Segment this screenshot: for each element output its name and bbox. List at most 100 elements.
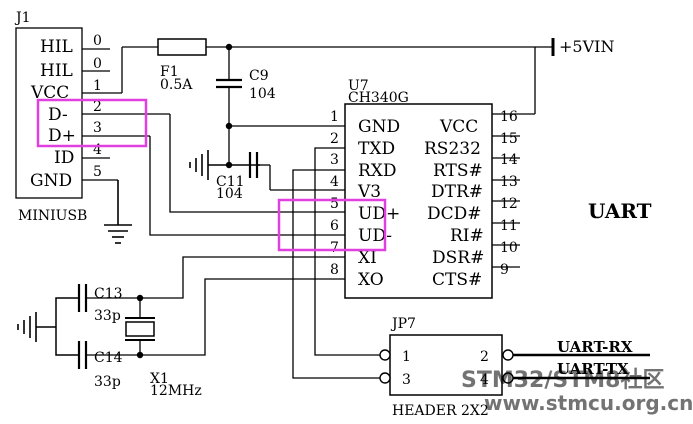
jp7-pin-num: 3 <box>402 372 411 388</box>
jp7-pin-1 <box>379 349 391 361</box>
j1-pin-name: HIL <box>40 37 73 57</box>
highlight-ud-pins <box>277 198 387 252</box>
watermark-line2: www.stmcu.org.cn <box>484 391 693 415</box>
u7-right-pin-name: CTS# <box>432 270 482 290</box>
highlight-usb-data <box>36 98 148 148</box>
u7-right-pin-name: RS232 <box>424 139 481 159</box>
u7-ref: U7 <box>348 78 369 94</box>
fuse-f1 <box>157 38 207 56</box>
jp7-body <box>389 334 503 396</box>
u7-part: CH340G <box>348 90 409 106</box>
u7-right-pin-name: VCC <box>439 117 478 137</box>
watermark-line1: STM32/STM8社区 <box>461 367 664 393</box>
jp7-pin-num: 1 <box>402 349 411 365</box>
jp7-pin-3 <box>379 372 391 384</box>
diagram-title: UART <box>588 199 652 223</box>
u7-right-pin-name: RI# <box>450 226 484 246</box>
u7-left-pin-num: 1 <box>330 109 339 125</box>
u7-left-pin-num: 7 <box>330 240 339 256</box>
u7-left-pin-num: 4 <box>330 174 339 190</box>
j1-pin-name: HIL <box>40 61 73 81</box>
junction-dot <box>136 351 144 359</box>
u7-left-pin-num: 2 <box>330 131 339 147</box>
c11-ground-symbol <box>189 150 260 180</box>
u7-left-pin-name: UD- <box>358 226 392 246</box>
u7-chip: U7 CH340G GND TXD RXD V3 UD+ UD- XI XO V… <box>330 78 520 299</box>
u7-right-pin-stubs <box>492 135 520 268</box>
junction-dot <box>136 294 144 302</box>
j1-pin-num: 3 <box>93 120 102 136</box>
f1-value: 0.5A <box>160 77 193 93</box>
jp7-pin-num: 2 <box>480 349 489 365</box>
j1-connector: J1 HIL HIL VCC D- D+ ID GND 0 0 1 2 3 4 … <box>14 10 170 224</box>
c11-ref: C11 <box>216 174 245 190</box>
jp7-name: HEADER 2X2 <box>392 403 489 419</box>
u7-left-pin-name: TXD <box>358 139 395 159</box>
jp7-pin-num: 4 <box>480 372 489 388</box>
c9-value: 104 <box>249 86 276 102</box>
capacitor-c9 <box>216 47 242 165</box>
u7-right-pin-num: 14 <box>500 152 518 168</box>
x1-value: 12MHz <box>150 383 202 399</box>
j1-ref: J1 <box>14 10 31 26</box>
c13-value: 33p <box>94 308 121 324</box>
j1-pin-name: VCC <box>30 83 69 103</box>
net-uart-tx: UART-TX <box>557 360 629 378</box>
highlight-boxes <box>36 98 387 252</box>
u7-left-pin-name: XI <box>358 248 377 268</box>
u7-left-pin-name: XO <box>358 270 384 290</box>
u7-right-pin-name: DCD# <box>427 204 482 224</box>
j1-ground-symbol <box>104 180 132 244</box>
uart-net-lines <box>513 353 650 380</box>
j1-pin-num: 1 <box>93 78 102 94</box>
power-terminal: +5VIN <box>551 37 614 56</box>
c14-ref: C14 <box>94 350 123 366</box>
crystal-x1 <box>125 317 155 341</box>
j1-pin-name: D- <box>48 105 68 125</box>
j1-pin-num: 4 <box>93 142 102 158</box>
f1-ref: F1 <box>160 64 179 80</box>
j1-pin-stubs <box>82 48 170 181</box>
junction-dot <box>225 43 233 51</box>
net-uart-rx: UART-RX <box>557 338 633 356</box>
power-rail <box>121 46 553 115</box>
uart-signal-wires <box>292 147 382 379</box>
u7-left-pin-num: 8 <box>330 262 339 278</box>
j1-body <box>15 27 83 199</box>
c11-value: 104 <box>216 186 243 202</box>
u7-right-pin-num: 9 <box>500 262 509 278</box>
j1-pin-num: 0 <box>93 56 102 72</box>
u7-right-pin-num: 12 <box>500 196 518 212</box>
c9-ref: C9 <box>249 68 269 84</box>
usb-data-wires <box>149 114 345 236</box>
oscillator-wires <box>86 256 345 356</box>
u7-left-pin-num: 6 <box>330 218 339 234</box>
c13-ref: C13 <box>94 286 123 302</box>
capacitor-c11 <box>248 152 345 191</box>
j1-name: MINIUSB <box>18 208 87 224</box>
u7-right-pin-name: RTS# <box>433 161 483 181</box>
watermark: STM32/STM8社区 www.stmcu.org.cn <box>461 367 693 415</box>
u7-left-pin-name: UD+ <box>358 204 400 224</box>
u7-right-pin-num: 11 <box>500 218 518 234</box>
j1-pin-num: 0 <box>93 33 102 49</box>
j1-pin-name: ID <box>54 148 74 168</box>
capacitor-c13 <box>77 284 88 312</box>
jp7-ref: JP7 <box>390 316 416 332</box>
u7-left-pin-name: RXD <box>358 161 397 181</box>
crystal-ground-symbol <box>17 312 37 342</box>
c14-value: 33p <box>94 374 121 390</box>
u7-right-pin-num: 15 <box>500 131 518 147</box>
j1-pin-num: 5 <box>93 164 102 180</box>
u7-left-pin-num: 3 <box>330 152 339 168</box>
u7-right-pin-num: 16 <box>500 109 518 125</box>
j1-pin-num: 2 <box>93 99 102 115</box>
u7-right-pin-num: 10 <box>500 240 518 256</box>
u7-left-pin-num: 5 <box>330 196 339 212</box>
j1-pin-name: D+ <box>48 126 76 146</box>
crystal-ground-wire <box>36 297 79 356</box>
u7-left-pin-name: GND <box>358 117 400 137</box>
jp7-pin-2 <box>502 349 514 361</box>
capacitor-c14 <box>77 341 88 369</box>
